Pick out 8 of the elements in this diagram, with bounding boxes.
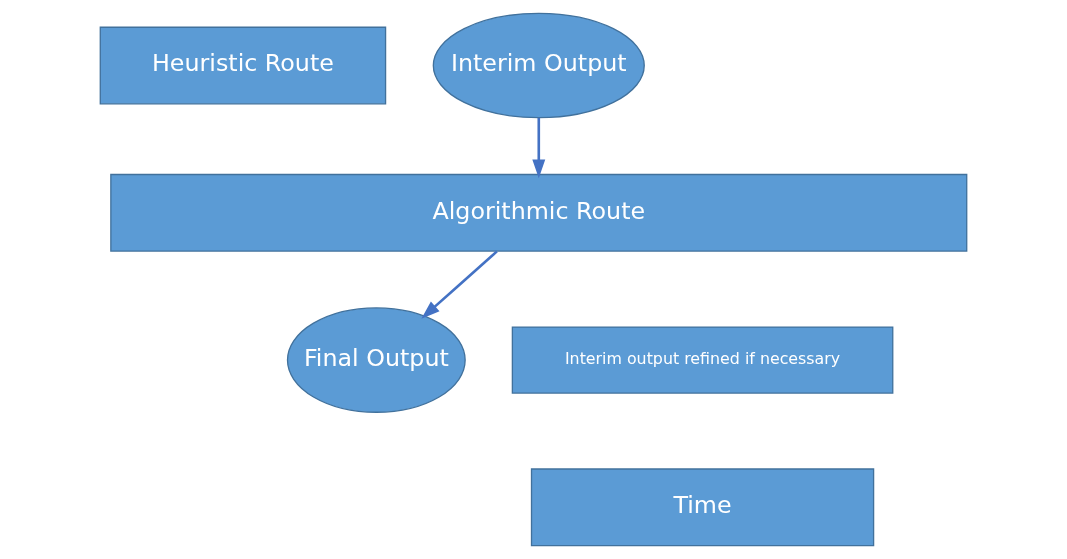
node-box: Interim output refined if necessary — [511, 326, 894, 394]
node-box: Algorithmic Route — [110, 173, 968, 252]
node-box: Heuristic Route — [99, 26, 387, 105]
arrow — [532, 117, 546, 179]
node-box: Time — [530, 468, 875, 547]
node-ellipse: Interim Output — [432, 12, 645, 119]
arrow — [421, 250, 498, 319]
node-ellipse: Final Output — [286, 307, 466, 413]
